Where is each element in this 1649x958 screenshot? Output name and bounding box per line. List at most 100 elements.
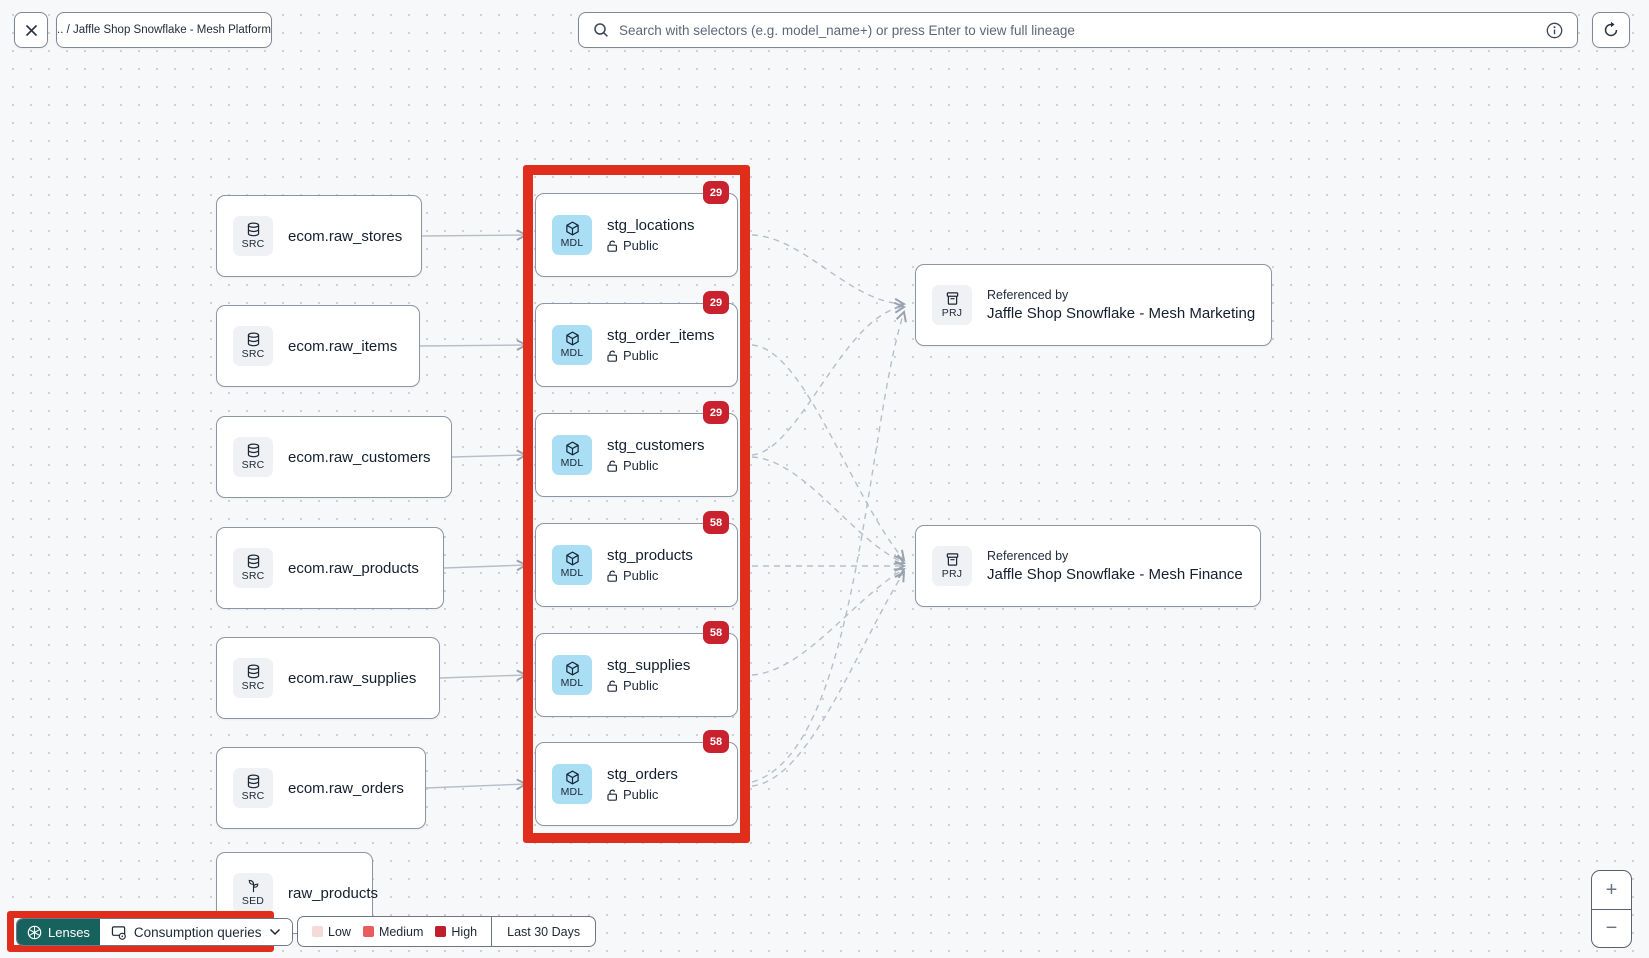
edge-ref-finance [751, 567, 906, 676]
lens-control-group: Lenses Consumption queries [16, 918, 293, 946]
model-icon: MDL [552, 764, 592, 804]
source-icon: SRC [233, 768, 273, 808]
time-range-label: Last 30 Days [507, 924, 581, 939]
seed-icon: SED [233, 873, 273, 913]
close-icon [24, 23, 39, 38]
node-model-stg-supplies[interactable]: 58 MDL stg_supplies Public [535, 621, 738, 717]
edge-ref-finance [751, 570, 906, 787]
search-bar[interactable] [578, 12, 1578, 48]
source-icon: SRC [233, 437, 273, 477]
access-label: Public [623, 348, 659, 363]
breadcrumb[interactable]: .. / Jaffle Shop Snowflake - Mesh Platfo… [56, 12, 272, 48]
unlock-icon [607, 240, 618, 252]
node-model-stg-locations[interactable]: 29 MDL stg_locations Public [535, 181, 738, 277]
node-label: ecom.raw_items [288, 337, 398, 355]
node-model-stg-products[interactable]: 58 MDL stg_products Public [535, 511, 738, 607]
node-source-raw-stores[interactable]: SRC ecom.raw_stores [216, 195, 422, 277]
referenced-by-label: Referenced by [987, 288, 1069, 302]
edge-src-items [419, 339, 529, 351]
lens-selected-label: Consumption queries [133, 924, 262, 940]
access-label: Public [623, 238, 659, 253]
breadcrumb-label: .. / Jaffle Shop Snowflake - Mesh Platfo… [57, 24, 271, 36]
time-range-button[interactable]: Last 30 Days [491, 917, 595, 946]
node-label: ecom.raw_products [288, 559, 419, 577]
node-source-raw-supplies[interactable]: SRC ecom.raw_supplies [216, 637, 440, 719]
unlock-icon [607, 680, 618, 692]
unlock-icon [607, 460, 618, 472]
unlock-icon [607, 789, 618, 801]
legend-item-high: High [435, 925, 477, 939]
node-label: stg_orders [607, 766, 678, 783]
model-icon: MDL [552, 215, 592, 255]
node-model-stg-order-items[interactable]: 29 MDL stg_order_items Public [535, 291, 738, 387]
edge-src-customers [451, 449, 529, 461]
legend-swatch-medium [362, 926, 374, 937]
access-label: Public [623, 678, 659, 693]
chevron-down-icon [269, 928, 281, 936]
lenses-button[interactable]: Lenses [17, 919, 100, 945]
edge-ref-marketing [751, 234, 907, 310]
edge-ref-finance [751, 456, 906, 565]
info-icon[interactable] [1546, 22, 1563, 39]
project-icon: PRJ [932, 285, 972, 325]
legend-bar: Low Medium High Last 30 Days [297, 916, 597, 947]
node-source-raw-orders[interactable]: SRC ecom.raw_orders [216, 747, 426, 829]
refresh-button[interactable] [1592, 12, 1630, 48]
edge-src-stores [421, 229, 529, 241]
node-label: ecom.raw_orders [288, 779, 404, 797]
query-count-badge: 29 [703, 291, 729, 314]
search-input[interactable] [619, 22, 1536, 38]
legend-item-medium: Medium [362, 925, 423, 939]
close-button[interactable] [14, 12, 48, 48]
consumption-legend: Low Medium High [298, 917, 491, 946]
legend-swatch-low [312, 926, 323, 937]
lens-dropdown[interactable]: Consumption queries [99, 919, 292, 945]
model-icon: MDL [552, 435, 592, 475]
access-label: Public [623, 568, 659, 583]
node-label: stg_supplies [607, 657, 691, 674]
node-label: stg_locations [607, 217, 695, 234]
zoom-in-button[interactable]: + [1605, 878, 1618, 901]
edge-src-orders [425, 778, 529, 791]
query-count-badge: 29 [703, 181, 729, 204]
node-model-stg-orders[interactable]: 58 MDL stg_orders Public [535, 730, 738, 826]
node-source-raw-customers[interactable]: SRC ecom.raw_customers [216, 416, 452, 498]
consumption-queries-icon [111, 925, 127, 940]
project-name: Jaffle Shop Snowflake - Mesh Finance [987, 566, 1243, 583]
edge-src-products [443, 559, 529, 572]
query-count-badge: 58 [703, 730, 729, 753]
node-label: stg_products [607, 547, 693, 564]
model-icon: MDL [552, 545, 592, 585]
source-icon: SRC [233, 548, 273, 588]
node-project-mesh-marketing[interactable]: PRJ Referenced by Jaffle Shop Snowflake … [915, 264, 1272, 346]
edge-src-supplies [439, 669, 529, 682]
model-icon: MDL [552, 655, 592, 695]
project-name: Jaffle Shop Snowflake - Mesh Marketing [987, 305, 1256, 322]
lens-aperture-icon [27, 925, 42, 940]
refresh-icon [1602, 21, 1620, 39]
node-source-raw-items[interactable]: SRC ecom.raw_items [216, 305, 420, 387]
node-label: stg_customers [607, 437, 705, 454]
node-label: raw_products [288, 884, 379, 902]
legend-item-low: Low [312, 925, 351, 939]
unlock-icon [607, 350, 618, 362]
node-label: ecom.raw_customers [288, 448, 431, 466]
legend-swatch-high [435, 926, 447, 937]
referenced-by-label: Referenced by [987, 549, 1069, 563]
node-source-raw-products[interactable]: SRC ecom.raw_products [216, 527, 444, 609]
project-icon: PRJ [932, 546, 972, 586]
query-count-badge: 58 [703, 511, 729, 534]
edge-ref-marketing [751, 310, 907, 783]
zoom-out-button[interactable]: − [1592, 909, 1631, 947]
access-label: Public [623, 787, 659, 802]
node-model-stg-customers[interactable]: 29 MDL stg_customers Public [535, 401, 738, 497]
source-icon: SRC [233, 216, 273, 256]
source-icon: SRC [233, 326, 273, 366]
model-icon: MDL [552, 325, 592, 365]
edge-ref-finance [751, 344, 906, 562]
node-project-mesh-finance[interactable]: PRJ Referenced by Jaffle Shop Snowflake … [915, 525, 1261, 607]
lenses-label: Lenses [48, 924, 90, 940]
zoom-controls: + − [1591, 870, 1632, 948]
query-count-badge: 58 [703, 621, 729, 644]
